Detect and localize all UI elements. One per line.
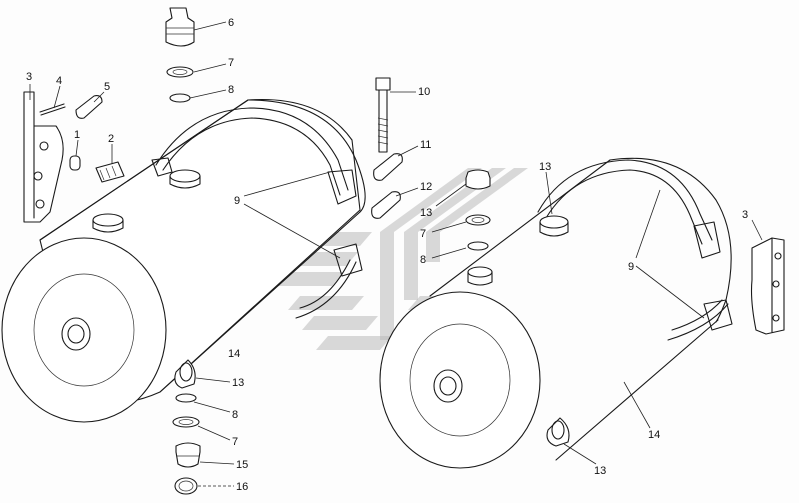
left-bracket bbox=[23, 91, 64, 223]
callout-15: 15 bbox=[236, 459, 248, 471]
spacer-bushing-left-top bbox=[169, 169, 201, 189]
gasket-7-top bbox=[166, 66, 194, 78]
ring-8-middle bbox=[467, 241, 489, 251]
right-strap bbox=[537, 159, 733, 341]
callout-11: 11 bbox=[420, 139, 431, 151]
spacer-bushing-left-bottom bbox=[92, 213, 124, 233]
middle-cap-13 bbox=[465, 169, 491, 190]
callout-8-middle: 8 bbox=[420, 254, 426, 266]
left-fuel-tank bbox=[1, 98, 366, 423]
sleeve-5 bbox=[75, 95, 103, 119]
callout-4: 4 bbox=[56, 75, 62, 87]
sleeve-12 bbox=[371, 191, 401, 219]
callout-3-right: 3 bbox=[742, 209, 748, 221]
drain-plug-15 bbox=[175, 442, 201, 468]
callout-7-bottom: 7 bbox=[232, 436, 238, 448]
callout-14-left: 14 bbox=[228, 348, 240, 360]
long-bolt-10 bbox=[375, 77, 391, 153]
callout-12: 12 bbox=[420, 181, 432, 193]
sleeve-11 bbox=[373, 153, 403, 181]
callout-14-right: 14 bbox=[648, 429, 660, 441]
spacer-bushing-right bbox=[539, 215, 569, 237]
right-tank-drain-boss bbox=[546, 417, 570, 447]
callout-16: 16 bbox=[236, 481, 248, 493]
callout-6: 6 bbox=[228, 17, 234, 29]
callout-3: 3 bbox=[26, 71, 32, 83]
leader-lines bbox=[29, 21, 763, 487]
callout-13-middle: 13 bbox=[420, 207, 432, 219]
left-tank-drain-boss bbox=[174, 359, 196, 389]
filler-neck-6 bbox=[165, 7, 195, 47]
pin-4 bbox=[39, 103, 66, 116]
callout-8-bottom: 8 bbox=[232, 409, 238, 421]
callout-7-middle: 7 bbox=[420, 228, 426, 240]
callout-labels: 1 2 3 4 5 6 7 8 10 11 12 13 7 8 13 9 9 3… bbox=[26, 17, 748, 493]
ring-8-bottom bbox=[175, 393, 197, 403]
callout-13-right-top: 13 bbox=[539, 161, 551, 173]
callout-8-top: 8 bbox=[228, 84, 234, 96]
callout-2: 2 bbox=[108, 133, 114, 145]
washer-1 bbox=[69, 155, 81, 171]
callout-13-right-bottom: 13 bbox=[594, 465, 606, 477]
left-strap bbox=[151, 107, 363, 319]
callout-13-left-bottom: 13 bbox=[232, 377, 244, 389]
callout-1: 1 bbox=[74, 129, 80, 141]
callout-9-right: 9 bbox=[628, 261, 634, 273]
callout-7-top: 7 bbox=[228, 57, 234, 69]
ring-8-top bbox=[169, 93, 191, 103]
gasket-7-middle bbox=[465, 214, 491, 226]
ring-16 bbox=[174, 477, 198, 495]
bolt-2 bbox=[95, 161, 125, 183]
right-bracket bbox=[750, 237, 785, 335]
callout-9-left: 9 bbox=[234, 195, 240, 207]
callout-10: 10 bbox=[418, 86, 430, 98]
callout-5: 5 bbox=[104, 81, 110, 93]
bushing-middle bbox=[467, 266, 493, 286]
gasket-7-bottom bbox=[172, 416, 200, 428]
